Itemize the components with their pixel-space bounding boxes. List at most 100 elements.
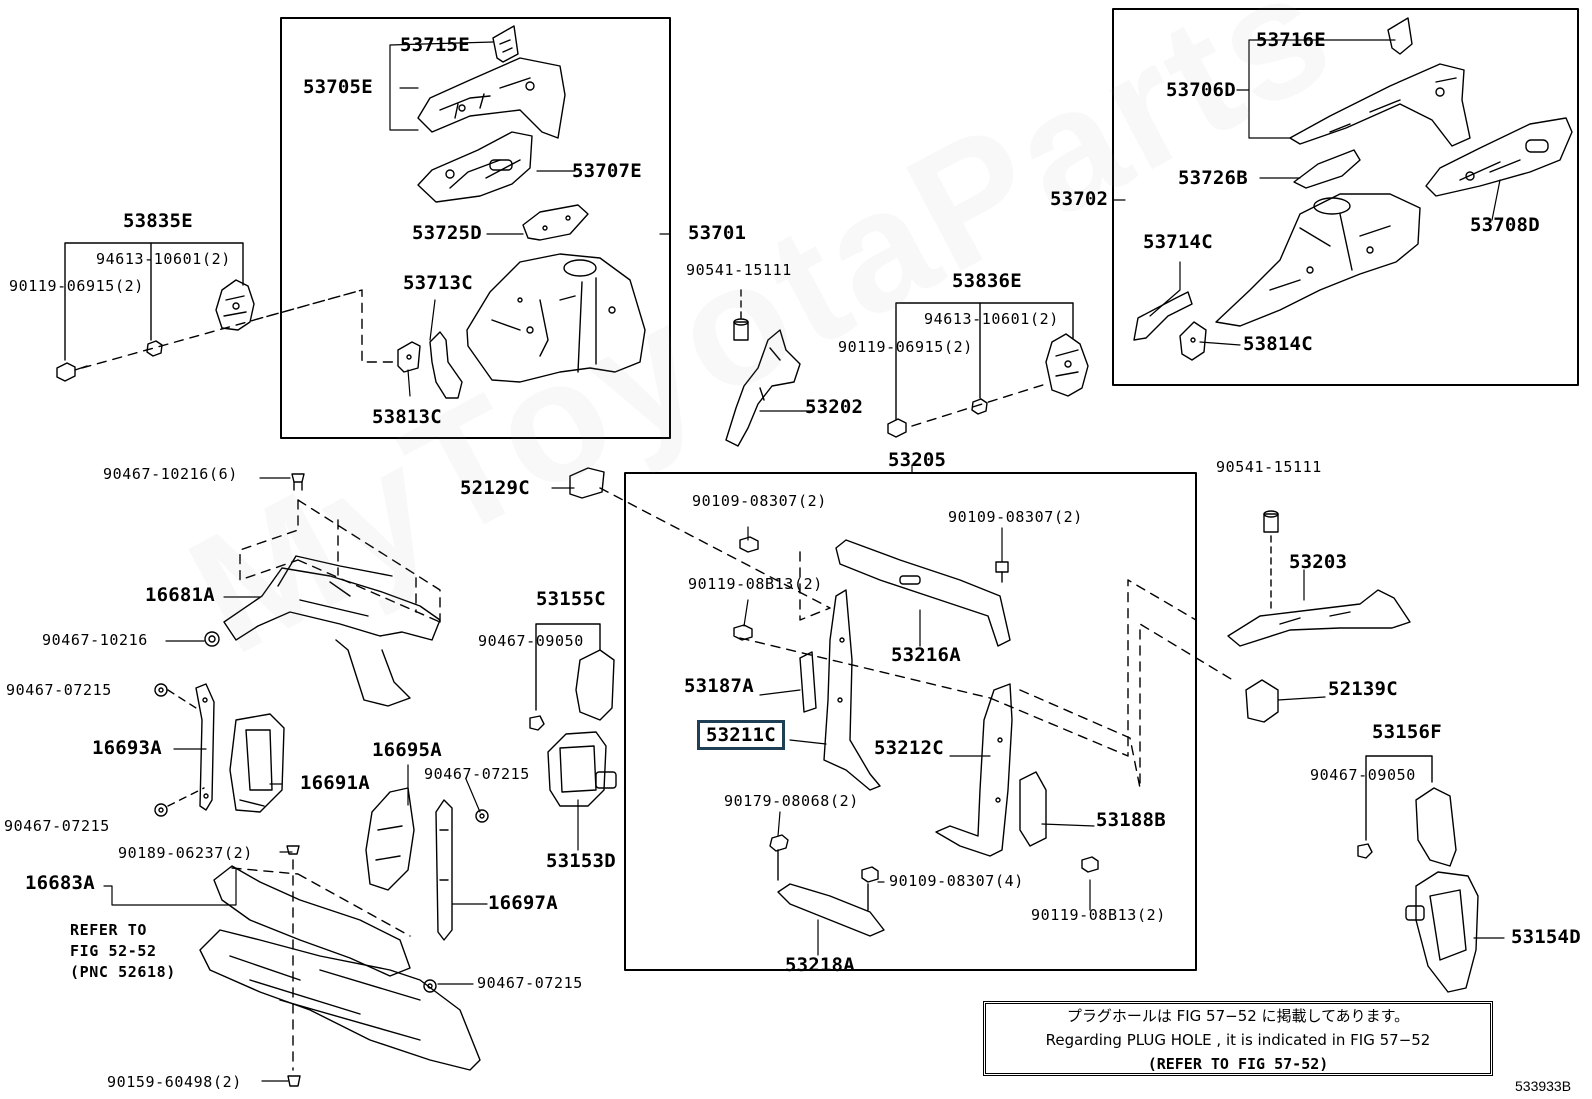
- clip-90189-drawing: [286, 845, 300, 855]
- label-90159-60498[interactable]: 90159-60498(2): [107, 1073, 242, 1091]
- label-53211C-highlighted[interactable]: 53211C: [697, 720, 785, 750]
- label-53708D[interactable]: 53708D: [1470, 214, 1540, 236]
- label-53702[interactable]: 53702: [1050, 188, 1109, 210]
- nut-94613-left-drawing: [146, 340, 163, 357]
- dashed-line-left-bracket: [81, 289, 399, 369]
- label-53813C[interactable]: 53813C: [372, 406, 442, 428]
- clip-90467-07215-a-drawing: [154, 683, 168, 697]
- label-53701[interactable]: 53701: [688, 222, 747, 244]
- label-53814C[interactable]: 53814C: [1243, 333, 1313, 355]
- label-53835E[interactable]: 53835E: [123, 210, 193, 232]
- label-53188B[interactable]: 53188B: [1096, 809, 1166, 831]
- clip-90467-07215-d-drawing: [423, 979, 437, 993]
- label-16691A[interactable]: 16691A: [300, 772, 370, 794]
- part-53153D-drawing: [547, 731, 617, 807]
- part-52139C-drawing: [1245, 679, 1279, 723]
- label-16683A[interactable]: 16683A: [25, 872, 95, 894]
- label-90467-10216-6[interactable]: 90467-10216(6): [103, 465, 238, 483]
- label-53202[interactable]: 53202: [805, 396, 864, 418]
- label-53715E[interactable]: 53715E: [400, 34, 470, 56]
- label-53212C[interactable]: 53212C: [874, 737, 944, 759]
- label-90541-15111-top[interactable]: 90541-15111: [686, 261, 792, 279]
- label-53713C[interactable]: 53713C: [403, 272, 473, 294]
- label-53705E[interactable]: 53705E: [303, 76, 373, 98]
- figure-code: 533933B: [1515, 1078, 1572, 1094]
- nut-90179-drawing: [769, 834, 789, 881]
- bolt-90109-b-drawing: [995, 561, 1009, 583]
- label-90541-15111-right[interactable]: 90541-15111: [1216, 458, 1322, 476]
- part-16695A-drawing: [365, 787, 415, 891]
- group-box-53205: [624, 472, 1197, 971]
- label-90119-06915-right[interactable]: 90119-06915(2): [838, 338, 973, 356]
- group-box-53701: [280, 17, 671, 439]
- label-90179-08068[interactable]: 90179-08068(2): [724, 792, 859, 810]
- label-16697A[interactable]: 16697A: [488, 892, 558, 914]
- label-53155C[interactable]: 53155C: [536, 588, 606, 610]
- label-53706D[interactable]: 53706D: [1166, 79, 1236, 101]
- label-53218A[interactable]: 53218A: [785, 954, 855, 976]
- dashed-53205-main: [599, 487, 1237, 789]
- label-90467-07215-b[interactable]: 90467-07215: [4, 817, 110, 835]
- label-90467-07215-d[interactable]: 90467-07215: [477, 974, 583, 992]
- part-53155C-drawing: [575, 649, 615, 721]
- nut-94613-right-drawing: [971, 398, 988, 415]
- label-90467-10216[interactable]: 90467-10216: [42, 631, 148, 649]
- label-53156F[interactable]: 53156F: [1372, 721, 1442, 743]
- part-53706D-drawing: [1289, 63, 1471, 147]
- label-53203[interactable]: 53203: [1289, 551, 1348, 573]
- bracket-leader-53836E: [895, 302, 1074, 421]
- label-90189-06237[interactable]: 90189-06237(2): [118, 844, 253, 862]
- label-90109-08307-c[interactable]: 90109-08307(4): [889, 872, 1024, 890]
- part-53212C-drawing: [935, 683, 1013, 857]
- label-90119-08B13-a[interactable]: 90119-08B13(2): [688, 575, 823, 593]
- part-53714C-drawing: [1133, 291, 1193, 341]
- part-53187A-drawing: [799, 651, 817, 713]
- part-53708D-drawing: [1425, 117, 1573, 197]
- part-52129C-drawing: [569, 467, 605, 499]
- label-90119-06915-left[interactable]: 90119-06915(2): [9, 277, 144, 295]
- leader-lines: [103, 39, 1505, 1082]
- group-box-53702: [1112, 8, 1579, 386]
- label-53205[interactable]: 53205: [888, 449, 947, 471]
- label-53216A[interactable]: 53216A: [891, 644, 961, 666]
- part-53814C-drawing: [1179, 321, 1207, 361]
- label-53154D[interactable]: 53154D: [1511, 926, 1581, 948]
- label-53716E[interactable]: 53716E: [1256, 29, 1326, 51]
- label-53187A[interactable]: 53187A: [684, 675, 754, 697]
- label-53726B[interactable]: 53726B: [1178, 167, 1248, 189]
- bolt-90119-08B13-b-drawing: [1081, 856, 1099, 873]
- label-16681A[interactable]: 16681A: [145, 584, 215, 606]
- part-53188B-drawing: [1019, 771, 1047, 847]
- part-53156F-drawing: [1415, 787, 1457, 867]
- part-53713C-drawing: [429, 331, 463, 399]
- label-90109-08307-a[interactable]: 90109-08307(2): [692, 492, 827, 510]
- label-52129C[interactable]: 52129C: [460, 477, 530, 499]
- label-90467-09050-a[interactable]: 90467-09050: [478, 632, 584, 650]
- label-53707E[interactable]: 53707E: [572, 160, 642, 182]
- label-16695A[interactable]: 16695A: [372, 739, 442, 761]
- label-90109-08307-b[interactable]: 90109-08307(2): [948, 508, 1083, 526]
- note-japanese: プラグホールは FIG 57−52 に掲載してあります。: [1066, 1007, 1410, 1025]
- label-90467-07215-a[interactable]: 90467-07215: [6, 681, 112, 699]
- bolt-90159-drawing: [287, 1075, 301, 1087]
- label-52139C[interactable]: 52139C: [1328, 678, 1398, 700]
- clip-90467-10216-6-drawing: [291, 473, 305, 491]
- plug-hole-note-box: プラグホールは FIG 57−52 に掲載してあります。 Regarding P…: [983, 1001, 1493, 1076]
- label-90467-07215-c[interactable]: 90467-07215: [424, 765, 530, 783]
- label-16693A[interactable]: 16693A: [92, 737, 162, 759]
- label-53725D[interactable]: 53725D: [412, 222, 482, 244]
- clip-90467-07215-b-drawing: [154, 803, 168, 817]
- label-94613-10601-left[interactable]: 94613-10601(2): [96, 250, 231, 268]
- label-53836E[interactable]: 53836E: [952, 270, 1022, 292]
- label-53153D[interactable]: 53153D: [546, 850, 616, 872]
- label-90467-09050-b[interactable]: 90467-09050: [1310, 766, 1416, 784]
- clip-90467-07215-c-drawing: [475, 809, 489, 823]
- dashed-16693A: [167, 689, 205, 807]
- part-53202-drawing: [725, 329, 801, 447]
- part-16693A-drawing: [195, 683, 215, 811]
- label-94613-10601-right[interactable]: 94613-10601(2): [924, 310, 1059, 328]
- label-90119-08B13-b[interactable]: 90119-08B13(2): [1031, 906, 1166, 924]
- label-53714C[interactable]: 53714C: [1143, 231, 1213, 253]
